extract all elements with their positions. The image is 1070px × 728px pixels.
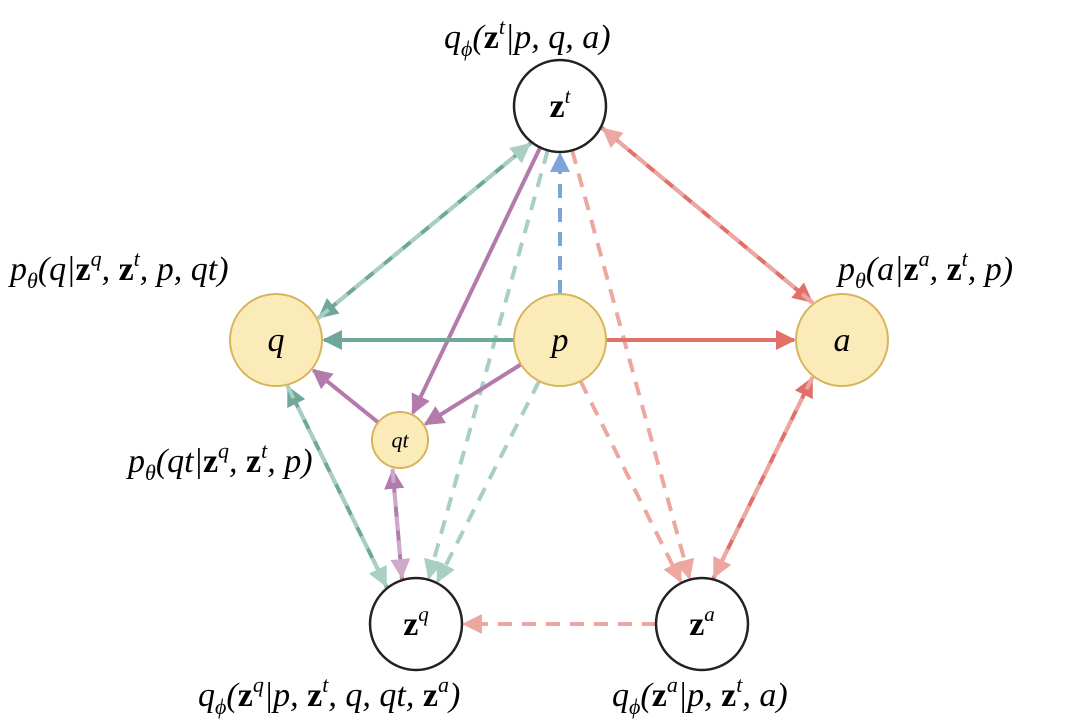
edge-p-to-qt (423, 362, 523, 426)
node-zq: zq (368, 576, 464, 672)
edge-p-to-za (578, 380, 683, 583)
node-a: a (795, 293, 889, 387)
node-qt: qt (371, 411, 429, 469)
edge-zt-to-qt (411, 146, 542, 415)
node-za: za (654, 576, 750, 672)
node-circle-za (654, 576, 750, 672)
edge-zq-to-q (286, 385, 389, 589)
node-q: q (229, 293, 323, 387)
label-za: qϕ(za|p, zt, a) (612, 672, 788, 719)
node-circle-zt (512, 58, 608, 154)
node-circle-p (513, 293, 607, 387)
node-circle-q (229, 293, 323, 387)
node-label-za: za (689, 602, 715, 643)
edges-layer (285, 126, 815, 634)
node-label-zq: zq (403, 602, 429, 643)
edge-qt-to-q (311, 368, 380, 424)
node-label-p: p (550, 322, 569, 359)
label-a: pθ(a|za, zt, p) (836, 246, 1013, 293)
label-zq: qϕ(zq|p, zt, q, qt, za) (198, 672, 460, 719)
edge-zt-to-a (600, 126, 813, 304)
node-p: p (513, 293, 607, 387)
node-label-qt: qt (391, 427, 409, 452)
node-label-a: a (834, 322, 851, 359)
label-q: pθ(q|zq, zt, p, qt) (8, 246, 229, 293)
node-circle-qt (371, 411, 429, 469)
label-qt: pθ(qt|zq, zt, p) (126, 438, 313, 485)
edge-qt-to-zq (390, 468, 411, 580)
node-zt: zt (512, 58, 608, 154)
label-zt: qϕ(zt|p, q, a) (444, 14, 611, 61)
edge-a-to-za (712, 375, 815, 579)
node-label-zt: zt (550, 84, 572, 125)
edge-a-to-zt (601, 127, 815, 305)
edge-zt-to-za (570, 149, 695, 580)
edge-zt-to-zq (424, 149, 550, 580)
edge-q-to-zt (316, 142, 531, 321)
nodes-layer: zt q p a qt zq za (229, 58, 889, 672)
node-circle-a (795, 293, 889, 387)
edge-za-to-a (711, 376, 814, 580)
edge-zt-to-q (317, 141, 533, 319)
edge-q-to-zq (285, 384, 388, 588)
node-circle-zq (368, 576, 464, 672)
node-label-q: q (268, 322, 285, 359)
edge-p-to-zq (435, 380, 541, 583)
